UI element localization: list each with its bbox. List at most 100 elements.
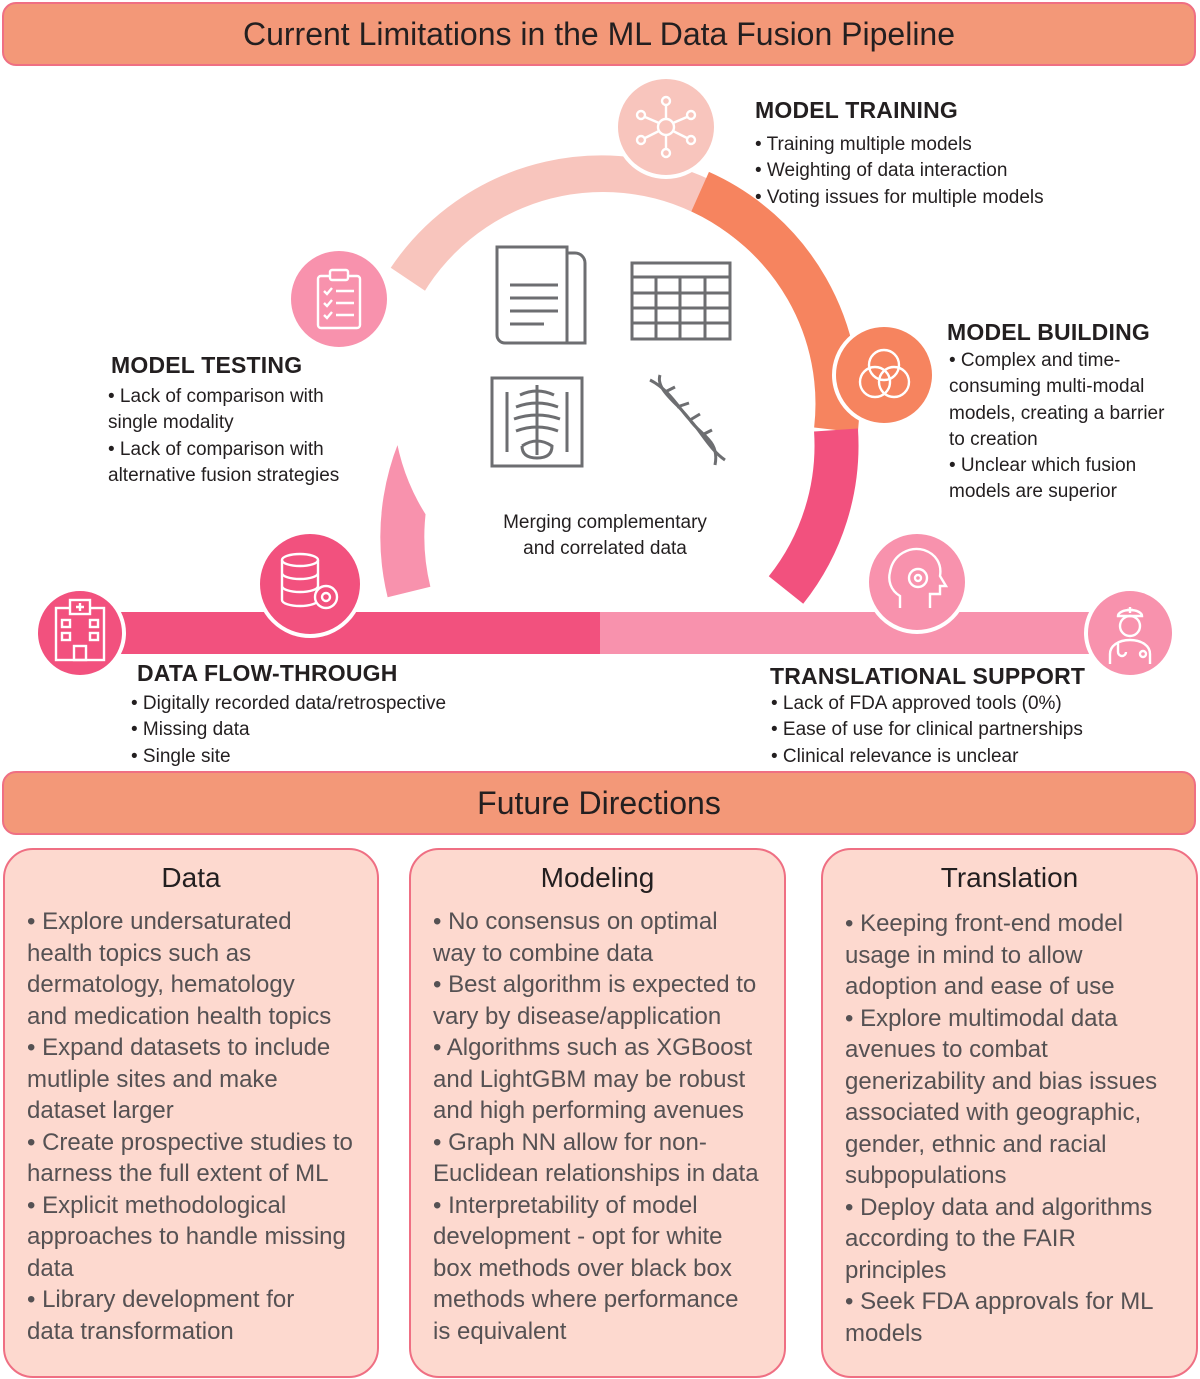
card-list-line: and LightGBM may be robust xyxy=(433,1065,746,1093)
translational-support-list: • Lack of FDA approved tools (0%) • Ease… xyxy=(771,691,1083,770)
data-card-title: Data xyxy=(161,862,221,893)
card-list-line: • Explore multimodal data xyxy=(845,1004,1118,1032)
network-nodes-icon xyxy=(614,75,718,179)
model-training-title: MODEL TRAINING xyxy=(755,97,958,123)
list-item: • Digitally recorded data/retrospective xyxy=(131,693,447,714)
list-item: • Ease of use for clinical partnerships xyxy=(771,719,1083,741)
card-list-line: box methods over black box xyxy=(433,1254,732,1282)
card-list-line: gender, ethnic and racial xyxy=(845,1130,1107,1158)
card-list-line: approaches to handle missing xyxy=(27,1223,346,1250)
list-item: single modality xyxy=(108,412,234,434)
head-gear-icon xyxy=(865,530,969,634)
card-list-line: generizability and bias issues xyxy=(845,1067,1158,1095)
model-testing-title: MODEL TESTING xyxy=(111,352,303,378)
list-item: • Weighting of data interaction xyxy=(755,160,1008,182)
card-list-line: • Explicit methodological xyxy=(27,1191,287,1219)
card-list-line: • Create prospective studies to xyxy=(27,1128,353,1156)
card-list-line: adoption and ease of use xyxy=(845,973,1115,1000)
data-flow-list: • Digitally recorded data/retrospective … xyxy=(131,691,446,770)
model-building-list: • Complex and time- consuming multi-moda… xyxy=(949,348,1164,506)
future-directions-banner: Future Directions xyxy=(2,771,1196,835)
dna-icon xyxy=(649,374,726,466)
list-item: • Unclear which fusion xyxy=(949,455,1137,477)
document-icon xyxy=(495,245,587,345)
data-card-list: • Explore undersaturated health topics su… xyxy=(27,906,363,1347)
center-caption-line: Merging complementary xyxy=(503,512,707,533)
card-list-line: • Deploy data and algorithms xyxy=(845,1193,1153,1221)
center-caption: Merging complementary and correlated dat… xyxy=(455,510,755,562)
model-testing-list: • Lack of comparison with single modalit… xyxy=(108,384,339,489)
ring-segment-top xyxy=(390,155,732,293)
list-item: • Lack of comparison with xyxy=(108,386,324,407)
card-list-line: models xyxy=(845,1319,923,1347)
list-item: models are superior xyxy=(949,481,1117,503)
card-list-line: vary by disease/application xyxy=(433,1002,722,1030)
list-item: models, creating a barrier xyxy=(949,402,1165,424)
pipeline-diagram xyxy=(34,75,1176,679)
model-training-list: • Training multiple models • Weighting o… xyxy=(755,132,1044,211)
list-item: • Missing data xyxy=(131,719,250,741)
list-item: • Lack of comparison with xyxy=(108,438,324,460)
database-gear-icon xyxy=(256,530,364,638)
clipboard-checklist-icon xyxy=(287,247,391,351)
card-list-line: • Algorithms such as XGBoost xyxy=(433,1034,753,1061)
modeling-card: Modeling • No consensus on optimal way to… xyxy=(409,848,786,1378)
card-list-line: • Explore undersaturated xyxy=(27,908,292,935)
future-directions-title: Future Directions xyxy=(477,784,721,821)
data-flow-title: DATA FLOW-THROUGH xyxy=(137,660,398,686)
card-list-line: • Best algorithm is expected to xyxy=(433,971,757,998)
card-list-line: • Interpretability of model xyxy=(433,1191,698,1219)
card-list-line: methods where performance xyxy=(433,1286,739,1313)
card-list-line: associated with geographic, xyxy=(845,1099,1142,1126)
list-item: • Training multiple models xyxy=(755,134,972,155)
modeling-card-title: Modeling xyxy=(540,862,655,893)
card-list-line: • Seek FDA approvals for ML xyxy=(845,1288,1154,1315)
card-list-line: according to the FAIR xyxy=(845,1225,1076,1252)
card-list-line: • Keeping front-end model xyxy=(845,910,1123,937)
card-list-line: principles xyxy=(845,1256,947,1284)
card-list-line: • Expand datasets to include xyxy=(27,1034,331,1061)
model-building-title: MODEL BUILDING xyxy=(947,319,1150,345)
list-item: • Clinical relevance is unclear xyxy=(771,745,1019,767)
data-card: Data • Explore undersaturated health topi… xyxy=(3,848,379,1378)
card-list-line: mutliple sites and make xyxy=(27,1065,278,1093)
list-item: • Lack of FDA approved tools (0%) xyxy=(771,693,1062,714)
venn-circles-icon xyxy=(832,323,936,427)
list-item: to creation xyxy=(949,428,1038,450)
card-list-line: subpopulations xyxy=(845,1162,1007,1189)
list-item: • Single site xyxy=(131,745,231,767)
center-caption-line: and correlated data xyxy=(523,538,687,559)
modeling-card-list: • No consensus on optimal way to combine … xyxy=(433,906,770,1347)
card-list-line: avenues to combat xyxy=(845,1036,1048,1063)
card-list-line: development - opt for white xyxy=(433,1223,723,1250)
list-item: • Complex and time- xyxy=(949,350,1121,371)
page-title: Current Limitations in the ML Data Fusio… xyxy=(242,15,956,52)
card-list-line: way to combine data xyxy=(433,939,654,967)
translation-card-list: • Keeping front-end model usage in mind t… xyxy=(845,908,1182,1349)
card-list-line: dataset larger xyxy=(27,1097,174,1124)
flow-bar-right xyxy=(600,612,1130,654)
list-item: alternative fusion strategies xyxy=(108,464,340,486)
card-list-line: usage in mind to allow xyxy=(845,941,1083,969)
doctor-icon xyxy=(1084,587,1176,679)
list-item: consuming multi-modal xyxy=(949,376,1145,398)
card-list-line: • Graph NN allow for non- xyxy=(433,1128,707,1156)
translation-card-title: Translation xyxy=(940,862,1079,893)
header-banner: Current Limitations in the ML Data Fusio… xyxy=(2,2,1196,66)
translational-support-title: TRANSLATIONAL SUPPORT xyxy=(770,663,1086,689)
card-list-line: data transformation xyxy=(27,1317,234,1345)
xray-skeleton-icon xyxy=(490,376,584,468)
card-list-line: and medication health topics xyxy=(27,1002,332,1030)
card-list-line: harness the full extent of ML xyxy=(27,1160,329,1187)
card-list-line: and high performing avenues xyxy=(433,1097,744,1124)
card-list-line: health topics such as xyxy=(27,939,252,967)
card-list-line: • No consensus on optimal xyxy=(433,908,718,935)
card-list-line: • Library development for xyxy=(27,1286,295,1313)
ring-segment-bottom xyxy=(768,428,859,604)
list-item: • Voting issues for multiple models xyxy=(755,186,1044,208)
card-list-line: dermatology, hematology xyxy=(27,971,295,998)
hospital-icon xyxy=(34,587,126,679)
card-list-line: data xyxy=(27,1254,74,1282)
card-list-line: Euclidean relationships in data xyxy=(433,1160,759,1187)
card-list-line: is equivalent xyxy=(433,1317,567,1345)
